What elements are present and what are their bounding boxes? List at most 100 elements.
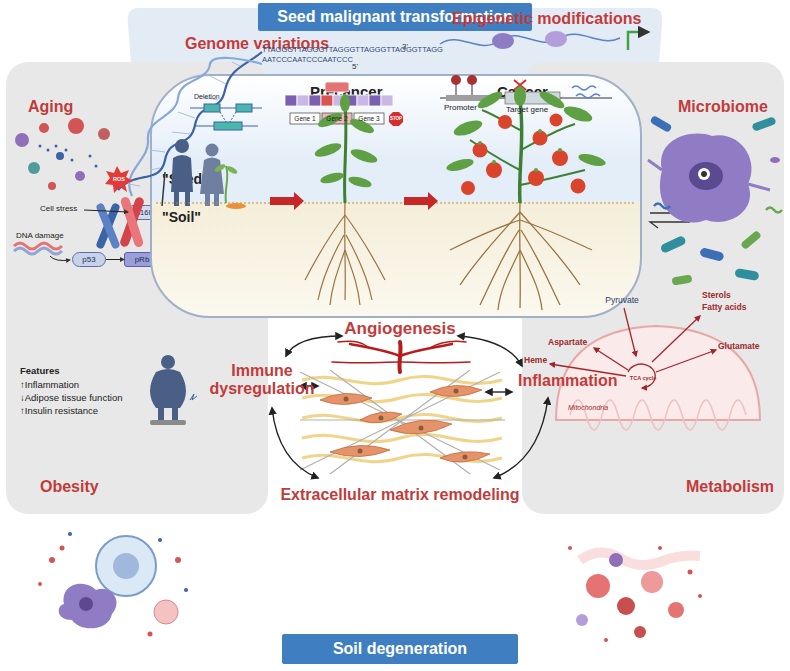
interaction-arrows (458, 336, 522, 366)
immune-cells (154, 600, 178, 624)
inflammatory-cells (604, 638, 608, 642)
annotation-label: Glutamate (718, 342, 760, 351)
extracellular-matrix (360, 412, 402, 423)
immune-cells (68, 532, 188, 592)
annotation-label: Immune dysregulation (202, 362, 322, 397)
annotation-label: ↑Insulin resistance (20, 406, 98, 416)
node-text: Microbiome (678, 98, 768, 116)
chromatin-strand (545, 31, 567, 47)
extracellular-matrix (344, 397, 349, 402)
annotation-label: Promoter (444, 104, 477, 113)
chromatin-strand (628, 32, 648, 50)
annotation-label: STOP (390, 117, 402, 122)
inflammatory-cells (658, 546, 662, 550)
extracellular-matrix (419, 426, 424, 431)
immune-cells (113, 553, 139, 579)
node-text: "Seed" (162, 172, 209, 187)
annotation-label: Features (20, 366, 60, 376)
blood-vessels (400, 344, 452, 356)
extracellular-matrix (344, 389, 468, 460)
annotation-label: TTAGGGTTAGGGTTAGGGTTAGGGTTAGGGTTAGG (262, 46, 443, 54)
inflammatory-cells (568, 546, 572, 550)
inflammatory-cells (580, 552, 700, 565)
annotation-label: ↓Adipose tissue function (20, 393, 122, 403)
immune-cells (38, 546, 181, 637)
immune-cells (68, 532, 72, 536)
annotation-label: Gene 3 (358, 115, 379, 122)
annotation-label: Deletion (194, 93, 220, 101)
immune-cells (60, 546, 65, 551)
extracellular-matrix (330, 370, 470, 474)
extracellular-matrix (300, 370, 505, 474)
extracellular-matrix (320, 393, 372, 404)
annotation-label: 5' (352, 63, 358, 72)
interaction-arrows (486, 391, 512, 392)
extracellular-matrix (440, 452, 490, 462)
interaction-arrows (286, 336, 342, 356)
extracellular-matrix (430, 385, 482, 396)
stage-capsule: "Seed"PrecancerCancer"Soil" (150, 74, 642, 318)
annotation-label: Fatty acids (702, 303, 746, 312)
immune-cells (96, 536, 156, 596)
node-text: Obesity (40, 478, 99, 496)
blood-vessels (338, 341, 370, 348)
extracellular-matrix (300, 419, 505, 420)
node-text: "Soil" (162, 210, 201, 225)
inflammatory-cells (609, 553, 623, 567)
extracellular-matrix (302, 435, 502, 442)
marker-box: p53 (72, 252, 106, 267)
blood-vessels (399, 342, 400, 372)
annotation-label: Epigenetic modifications (452, 10, 641, 28)
interaction-arrows (272, 336, 548, 478)
node-text: Aging (28, 98, 73, 116)
annotation-label: Aspartate (548, 338, 587, 347)
immune-cells (175, 557, 181, 563)
blood-vessels (400, 361, 470, 363)
immune-cells (158, 538, 162, 542)
immune-cells (38, 532, 188, 637)
extracellular-matrix (300, 370, 505, 474)
extracellular-matrix (300, 372, 500, 470)
extracellular-matrix (302, 377, 502, 384)
banner-box: Soil degeneration (282, 634, 518, 664)
inflammatory-cells (634, 626, 646, 638)
extracellular-matrix (454, 389, 459, 394)
immune-cells (38, 582, 42, 586)
annotation-label: TCA cycle (630, 375, 656, 381)
inflammatory-cells (688, 570, 693, 575)
annotation-label: Target gene (506, 106, 548, 115)
annotation-label: Pyruvate (605, 296, 639, 305)
inflammatory-cells (698, 594, 702, 598)
blood-vessels (332, 341, 470, 372)
extracellular-matrix (330, 370, 470, 474)
extracellular-matrix (358, 449, 363, 454)
extracellular-matrix (463, 455, 468, 460)
annotation-label: Heme (524, 356, 547, 365)
chromatin-strand (492, 33, 514, 49)
extracellular-matrix (330, 445, 390, 456)
annotation-label: Mitochondria (568, 404, 608, 412)
extracellular-matrix (379, 416, 384, 421)
annotation-label: Cell stress (40, 205, 77, 214)
inflammatory-cells (576, 614, 588, 626)
annotation-label: Gene 1 (294, 115, 315, 122)
annotation-label: Angiogenesis (344, 320, 455, 339)
immune-cells (184, 588, 188, 592)
annotation-label: ROS (113, 176, 125, 182)
node-text: p53 (73, 253, 105, 266)
annotation-label: DNA damage (16, 232, 64, 241)
annotation-label: Extracellular matrix remodeling (280, 486, 519, 504)
inflammatory-cells (586, 574, 610, 598)
inflammatory-cells (568, 546, 702, 642)
immune-cells (148, 632, 153, 637)
annotation-label: Gene 2 (326, 115, 347, 122)
node-text: Precancer (310, 84, 383, 101)
extracellular-matrix (320, 385, 490, 462)
annotation-label: Sterols (702, 291, 731, 300)
extracellular-matrix (300, 372, 500, 470)
blood-vessels (332, 361, 400, 363)
inflammatory-cells (668, 602, 684, 618)
chromatin-strand (440, 31, 648, 50)
blood-vessels (350, 344, 400, 356)
